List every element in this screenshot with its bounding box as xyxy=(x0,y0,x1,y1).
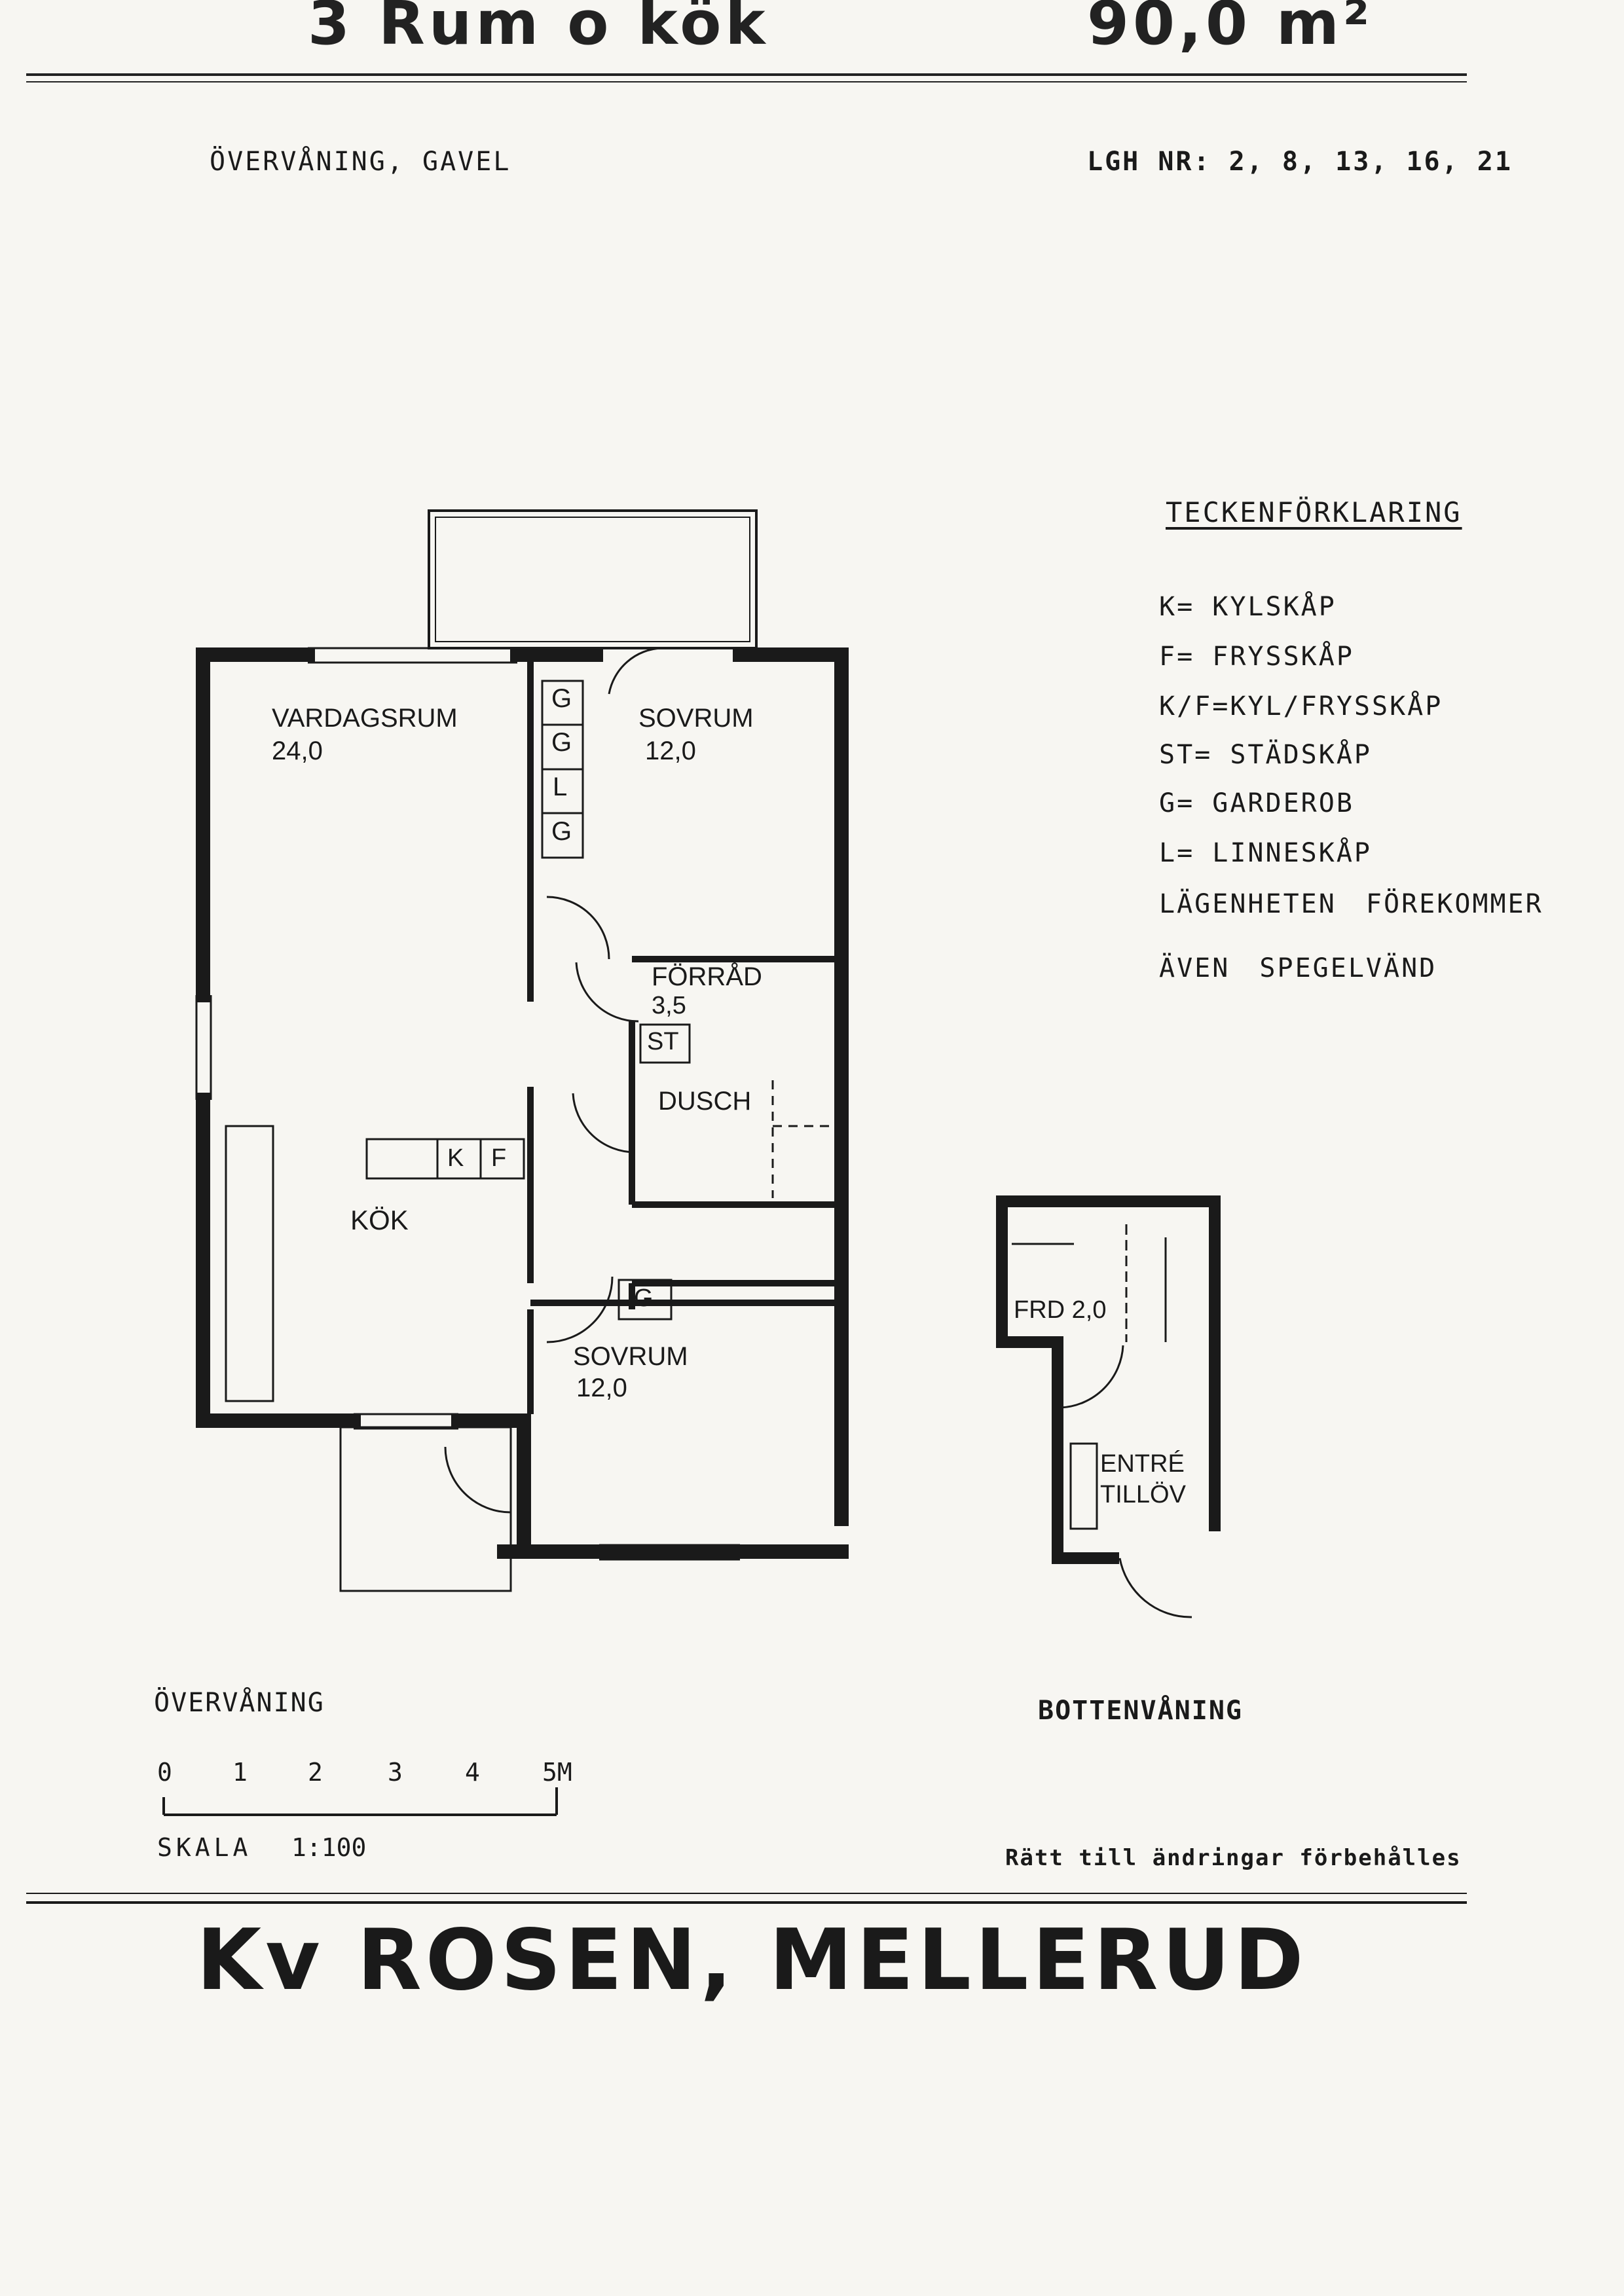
closet-g-2: G xyxy=(551,728,572,757)
scale-tick-4: 4 xyxy=(465,1758,480,1787)
scale-bar xyxy=(162,1787,558,1816)
footer-title: Kv ROSEN, MELLERUD xyxy=(196,1912,1308,2009)
scale-tick-3: 3 xyxy=(388,1758,403,1787)
header-rule-thin xyxy=(26,81,1467,82)
balcony-top xyxy=(428,509,758,649)
lower-entry-line1: ENTRÉ xyxy=(1100,1450,1185,1478)
legend-item-garderob: G= GARDEROB xyxy=(1159,788,1354,818)
bedroom2-closet xyxy=(618,1279,673,1321)
legend-heading: TECKENFÖRKLARING xyxy=(1166,496,1462,528)
legend-note-line2: ÄVEN SPEGELVÄND xyxy=(1159,953,1437,983)
footer-rules xyxy=(26,1893,1467,1904)
door-swings xyxy=(444,647,662,1514)
scale-tick-2: 2 xyxy=(308,1758,323,1787)
floor-label: ÖVERVÅNING, GAVEL xyxy=(210,147,511,177)
room-living-name: VARDAGSRUM xyxy=(272,704,458,733)
scale-label: SKALA xyxy=(157,1833,252,1862)
closet-g-1: G xyxy=(551,684,572,713)
legend-item-kyl-frysskap: K/F=KYL/FRYSSKÅP xyxy=(1159,691,1443,721)
windows xyxy=(195,647,740,1561)
lower-floor-plan xyxy=(996,1195,1221,1618)
room-bedroom1-name: SOVRUM xyxy=(638,704,754,733)
closet-g-3: G xyxy=(551,817,572,846)
legend-item-stadskap: ST= STÄDSKÅP xyxy=(1159,740,1372,770)
document-title: 3 Rum o kök 90,0 m² xyxy=(0,0,1624,65)
cleaning-closet-label: ST xyxy=(647,1028,679,1055)
upper-floor-caption: ÖVERVÅNING xyxy=(154,1688,325,1718)
legend-item-frysskap: F= FRYSSKÅP xyxy=(1159,642,1354,672)
scale-tick-5m: 5M xyxy=(542,1758,572,1787)
room-storage-area: 3,5 xyxy=(652,992,686,1019)
apartment-numbers: LGH NR: 2, 8, 13, 16, 21 xyxy=(1087,147,1513,177)
disclaimer: Rätt till ändringar förbehålles xyxy=(1005,1845,1462,1871)
bedroom2-closet-label: G xyxy=(634,1285,654,1312)
kitchen-side-counter xyxy=(225,1125,274,1402)
upper-floor-plan xyxy=(195,509,849,1592)
lower-entry-line2: TILLÖV xyxy=(1100,1481,1186,1508)
room-storage-name: FÖRRÅD xyxy=(652,962,762,991)
room-kitchen-name: KÖK xyxy=(350,1205,409,1235)
legend-note-line1: LÄGENHETEN FÖREKOMMER xyxy=(1159,889,1543,919)
legend-item-linneskap: L= LINNESKÅP xyxy=(1159,838,1372,868)
room-bedroom2-name: SOVRUM xyxy=(573,1342,688,1371)
room-living-area: 24,0 xyxy=(272,737,323,765)
balcony-bottom xyxy=(339,1426,512,1592)
lower-floor-caption: BOTTENVÅNING xyxy=(1038,1696,1243,1726)
room-bedroom1-area: 12,0 xyxy=(645,737,696,765)
exterior-walls xyxy=(196,647,849,1559)
interior-walls xyxy=(527,661,838,1414)
kitchen-counter xyxy=(365,1138,525,1180)
freezer-label: F xyxy=(491,1144,507,1172)
scale-ratio: 1:100 xyxy=(291,1833,367,1862)
legend-item-kylskap: K= KYLSKÅP xyxy=(1159,592,1337,622)
lower-storage-label: FRD 2,0 xyxy=(1014,1296,1107,1324)
closet-l: L xyxy=(553,773,568,801)
cleaning-closet xyxy=(639,1023,691,1064)
fridge-label: K xyxy=(447,1144,464,1172)
title-rooms: 3 Rum o kök xyxy=(308,0,769,58)
scale-tick-0: 0 xyxy=(157,1758,172,1787)
header-rule xyxy=(26,73,1467,76)
room-shower-name: DUSCH xyxy=(658,1087,752,1116)
scale-tick-1: 1 xyxy=(232,1758,248,1787)
room-bedroom2-area: 12,0 xyxy=(576,1374,627,1402)
title-area: 90,0 m² xyxy=(1087,0,1374,58)
